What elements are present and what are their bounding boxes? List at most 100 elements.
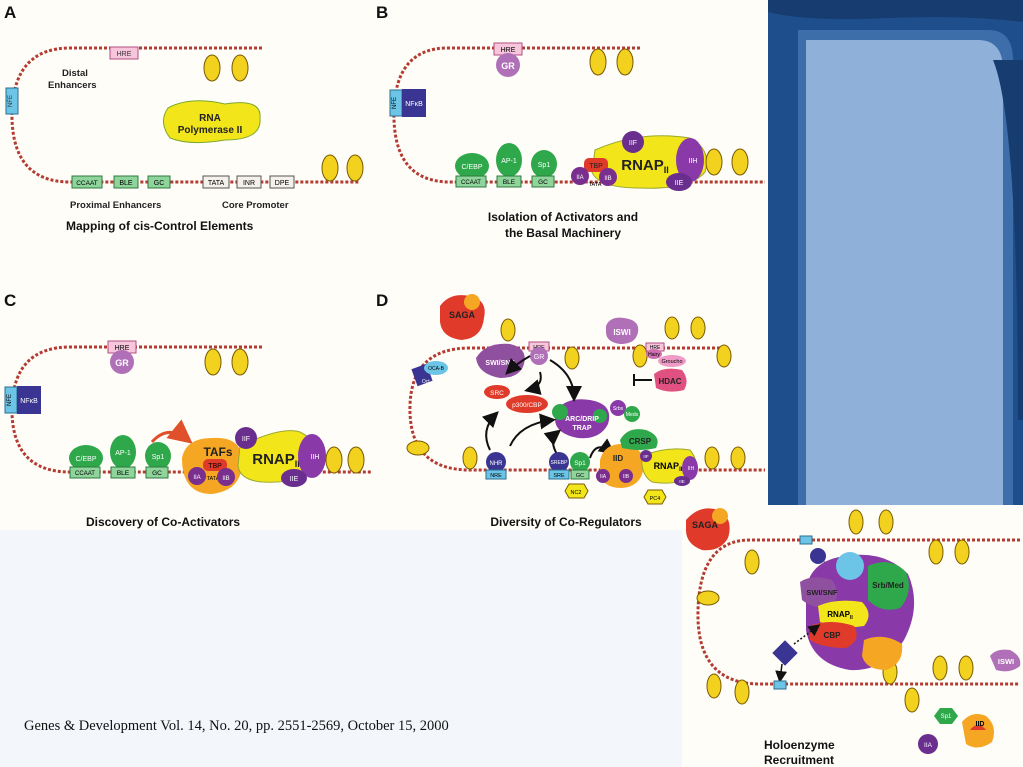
- gc-box: [145, 466, 169, 479]
- nfe-box: [5, 87, 19, 115]
- distal-enhancers-label: Distal: [62, 68, 88, 79]
- ble-label: BLE: [117, 470, 130, 477]
- ble-box: [113, 175, 139, 189]
- nfkb-protein: [17, 386, 41, 414]
- sp1-label: Sp1: [152, 454, 165, 461]
- swisnf-label: SWI/SNF: [806, 588, 838, 597]
- nucleosome: [325, 446, 365, 474]
- srbs-protein: [610, 400, 626, 416]
- tata-box: [202, 175, 230, 189]
- src-label: SRC: [490, 390, 504, 397]
- ccaat-box: [71, 175, 103, 189]
- iih-protein: [676, 138, 704, 182]
- sre-box: [548, 469, 570, 480]
- panel-d-caption: Diversity of Co-Regulators: [490, 515, 642, 529]
- nucleosome: [696, 509, 974, 713]
- nre-label: NRE: [490, 473, 502, 479]
- panel-c-letter: C: [4, 291, 16, 310]
- saga-label: SAGA: [449, 310, 476, 320]
- iib-label: IIB: [623, 474, 630, 480]
- nfe-label: NFE: [7, 394, 13, 406]
- sp1-label: Sp1: [574, 460, 586, 467]
- oca-b-label: OCA-B: [428, 366, 445, 372]
- sp1-protein: [934, 708, 958, 724]
- srb-med-label: Srb/Med: [872, 581, 904, 590]
- ble-box: [110, 466, 136, 479]
- nucleosome: [203, 54, 249, 82]
- nfe-label: NFE: [392, 97, 398, 109]
- p300-cbp-protein: [506, 395, 548, 413]
- iswi-complex: [606, 317, 639, 344]
- iie-protein: [674, 476, 690, 486]
- oca-b-protein: [424, 361, 448, 375]
- panel-a-letter: A: [4, 3, 16, 22]
- iih-label: IIH: [311, 454, 320, 461]
- iid-inner: [970, 725, 986, 730]
- rnap-label: RNAPII: [827, 610, 853, 621]
- iswi-complex: [990, 649, 1021, 672]
- citation-text: Genes & Development Vol. 14, No. 20, pp.…: [24, 718, 449, 734]
- pathway-arrow: [509, 413, 556, 447]
- cbp-complex: [810, 622, 857, 648]
- iih-label: IIH: [688, 466, 695, 472]
- iib-label: IIB: [604, 176, 611, 182]
- sp1-label: Sp1: [538, 162, 551, 169]
- rnap-label: RNAPII: [621, 157, 669, 175]
- ccaat-box: [455, 175, 487, 188]
- activator-protein: [810, 548, 826, 564]
- rnap-ii-complex: [818, 600, 869, 628]
- panel-e-caption: Holoenzyme: [764, 738, 835, 752]
- saga-subunit: [712, 508, 728, 524]
- interaction-arrow: [793, 624, 821, 645]
- tbp-label: TBP: [208, 463, 222, 470]
- distal-enhancers-label-2: Enhancers: [48, 80, 97, 91]
- panel-b-caption: Isolation of Activators and: [488, 210, 638, 224]
- srbs-label: Srbs: [613, 406, 624, 412]
- iib-protein: [619, 469, 633, 483]
- enhancer-box: [799, 535, 813, 545]
- iif-label: IIF: [629, 140, 637, 147]
- inr-box: [236, 175, 262, 189]
- nfkb-label: NFκB: [405, 101, 423, 108]
- inr-label: INR: [243, 180, 255, 187]
- dna-strand: [696, 538, 1020, 686]
- nhr-label: NHR: [490, 461, 504, 467]
- ccaat-label: CCAAT: [76, 180, 98, 187]
- dna-strand: [10, 46, 360, 184]
- nucleosome: [406, 316, 746, 470]
- iib-label: IIB: [222, 476, 229, 482]
- iia-protein: [918, 734, 938, 754]
- iif-label: IIF: [643, 454, 649, 459]
- iid-complex: [862, 636, 903, 670]
- iib-protein: [217, 468, 235, 486]
- pathway-arrow: [505, 355, 531, 375]
- hre-label: HRE: [650, 345, 661, 351]
- ble-label: BLE: [503, 179, 516, 186]
- iid-complex: [600, 444, 644, 488]
- tafs-label: TAFs: [203, 445, 232, 459]
- gc-label: GC: [538, 179, 548, 186]
- repression-bar: [633, 374, 652, 386]
- meds-protein: [624, 406, 640, 422]
- iif-protein: [622, 131, 644, 153]
- iswi-label: ISWI: [998, 657, 1014, 666]
- iie-label: IIE: [679, 479, 685, 484]
- iia-label: IIA: [600, 474, 607, 480]
- meds-label: Meds: [626, 412, 639, 418]
- hdac-complex: [654, 368, 687, 392]
- hdac-label: HDAC: [658, 377, 681, 386]
- crsp-complex: [620, 429, 658, 450]
- iia-protein: [571, 167, 589, 185]
- sre-label: SRE: [553, 473, 565, 479]
- dpe-box: [269, 175, 295, 189]
- tata-label: TATA: [207, 476, 220, 482]
- enhancer-box: [773, 680, 787, 690]
- arc-subunit: [593, 409, 607, 423]
- srb-med-complex: [868, 562, 909, 610]
- swisnf-label: SWI/SNF: [485, 360, 515, 367]
- holoenzyme-subunit: [836, 552, 864, 580]
- arc-subunit: [552, 404, 568, 420]
- gr-protein: [496, 53, 520, 77]
- iif-protein: [235, 427, 257, 449]
- gr-label: GR: [501, 61, 515, 71]
